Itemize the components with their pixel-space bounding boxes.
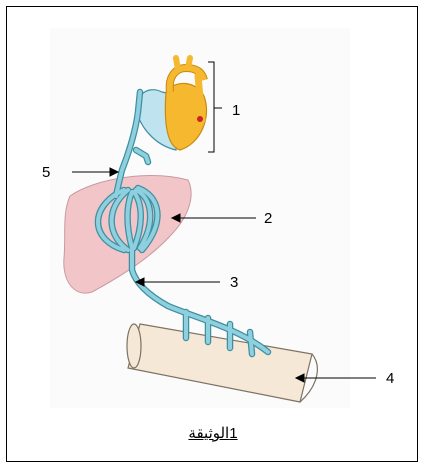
caption-word: الوثيقة — [188, 425, 229, 442]
label-1: 1 — [232, 102, 240, 119]
figure-caption: الوثيقة1 — [0, 424, 426, 442]
label-2: 2 — [264, 210, 272, 227]
caption-number: 1 — [229, 425, 237, 442]
label-3: 3 — [230, 274, 238, 291]
label-4: 4 — [386, 370, 394, 387]
label-5: 5 — [42, 164, 50, 181]
